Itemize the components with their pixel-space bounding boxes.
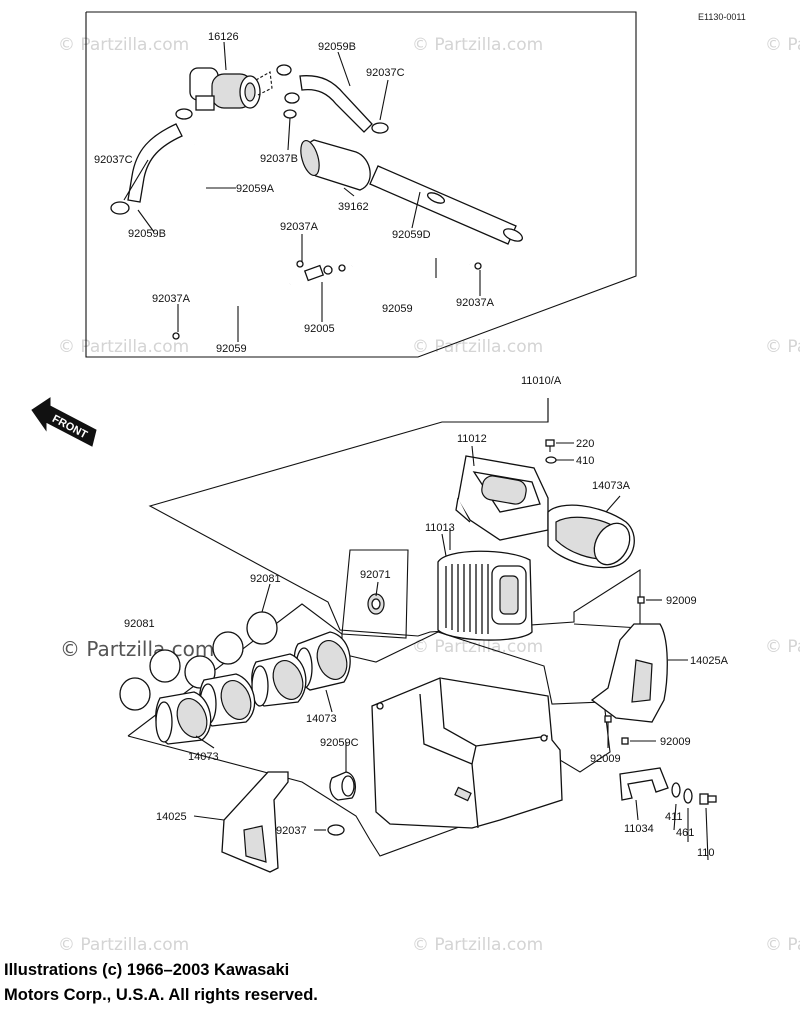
part-label: 110 — [697, 847, 715, 859]
front-arrow: FRONT — [31, 397, 97, 447]
screw-220 — [545, 439, 555, 452]
part-label: 92081 — [124, 618, 155, 630]
watermark: © Partzilla.com — [765, 35, 800, 55]
leader-lines-lower — [375, 445, 475, 597]
duct-14073A — [547, 495, 635, 569]
copyright-line: Motors Corp., U.S.A. All rights reserved… — [4, 986, 318, 1004]
part-label: 92081 — [250, 573, 281, 585]
subassembly-frame — [85, 11, 637, 358]
watermark: © Partzilla.com — [58, 337, 189, 357]
part-label: 220 — [576, 438, 594, 450]
clamp-92037C-left — [110, 201, 130, 215]
part-label: 92009 — [590, 753, 621, 765]
air-valve-16126 — [189, 67, 261, 111]
watermark: © Partzilla.com — [58, 35, 189, 55]
part-label: 92059B — [318, 41, 356, 53]
bolt-110 — [699, 793, 717, 805]
part-label: 92059B — [128, 228, 166, 240]
part-label: 92059 — [216, 343, 247, 355]
hose-92059B-left — [127, 123, 183, 203]
part-label: 14073A — [592, 480, 631, 492]
watermarks: © Partzilla.com © Partzilla.com © Partzi… — [58, 35, 800, 955]
part-label: 92071 — [360, 569, 391, 581]
diagram-id: E1130-0011 — [698, 12, 746, 22]
fitting-92005 — [303, 264, 333, 282]
part-label: 11012 — [457, 433, 487, 445]
part-label: 16126 — [208, 31, 239, 43]
part-label: 92009 — [660, 736, 691, 748]
cover-11012 — [455, 455, 549, 541]
part-label: 92037B — [260, 153, 298, 165]
part-label: 92037C — [94, 154, 133, 166]
clamp-left-upper — [175, 108, 193, 120]
washer-410 — [545, 456, 557, 464]
part-label: 411 — [665, 811, 683, 823]
rings-92081 — [119, 611, 278, 711]
bracket-14025A — [590, 623, 688, 723]
hose-92059D — [369, 165, 517, 245]
part-label: 14073 — [306, 713, 337, 725]
part-label: 92059D — [392, 229, 431, 241]
air-box-case — [371, 677, 563, 829]
part-label: 92009 — [666, 595, 697, 607]
watermark: © Partzilla.com — [765, 637, 800, 657]
watermark: © Partzilla.com — [412, 637, 543, 657]
washer-411 — [671, 782, 681, 798]
separator-39162 — [300, 139, 371, 191]
top-subassembly: 16126 92059B 92037C 92037C 92037B 92059A… — [85, 11, 637, 358]
clamp-92037 — [327, 824, 345, 836]
part-label: 92059 — [382, 303, 413, 315]
grommet-92071-box — [341, 549, 409, 639]
elbow-92059C — [329, 771, 357, 801]
watermark: © Partzilla.com — [412, 935, 543, 955]
washer-461 — [683, 788, 693, 804]
part-label: 11013 — [425, 522, 455, 534]
copyright-line: Illustrations (c) 1966–2003 Kawasaki — [4, 961, 290, 979]
leader-lines-top — [123, 41, 481, 342]
filter-element-11013 — [437, 528, 533, 641]
screws-92009 — [604, 596, 662, 748]
watermark: © Partzilla.com — [412, 337, 543, 357]
watermark: © Partzilla.com — [412, 35, 543, 55]
hose-92059B-upper — [299, 75, 373, 133]
part-label: 14073 — [188, 751, 219, 763]
copyright-notice: Illustrations (c) 1966–2003 Kawasaki Mot… — [4, 958, 424, 1008]
part-label: 39162 — [338, 201, 369, 213]
part-label: 92005 — [304, 323, 335, 335]
part-label: 92037C — [366, 67, 405, 79]
part-label: 92037A — [280, 221, 319, 233]
clamp-92037C — [371, 122, 389, 134]
watermark: © Partzilla.com — [765, 337, 800, 357]
watermark-prominent: © Partzilla.com — [60, 637, 214, 661]
part-label: 92037 — [276, 825, 307, 837]
part-label: 92059A — [236, 183, 275, 195]
part-label: 14025A — [690, 655, 729, 667]
watermark: © Partzilla.com — [765, 935, 800, 955]
clamps-92037B — [276, 64, 300, 119]
part-label: 410 — [576, 455, 594, 467]
part-label: 92037A — [456, 297, 495, 309]
part-label: 11010/A — [521, 375, 562, 387]
part-label: 92037A — [152, 293, 191, 305]
part-label: 92059C — [320, 737, 359, 749]
part-label: 461 — [676, 827, 694, 839]
part-label: 14025 — [156, 811, 187, 823]
bracket-11034 — [619, 767, 669, 821]
part-label: 11034 — [624, 823, 654, 835]
ducts-14073 — [155, 631, 351, 745]
bracket-14025 — [193, 771, 289, 873]
lower-assembly: 11010/A 11012 220 410 14073A 11013 92071… — [119, 375, 729, 873]
watermark: © Partzilla.com — [58, 935, 189, 955]
